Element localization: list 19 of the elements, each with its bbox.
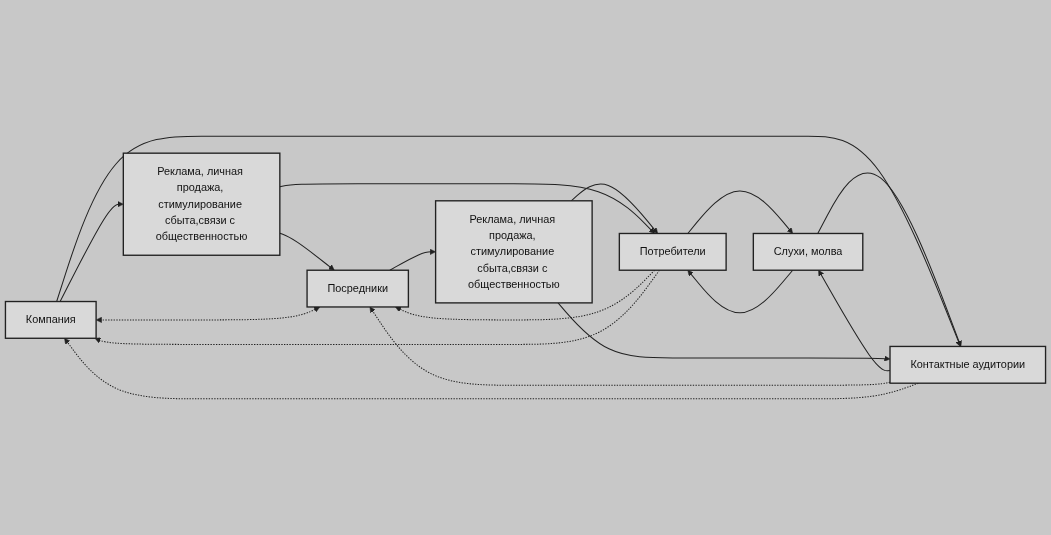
arrow (570, 183, 658, 234)
arrow (94, 269, 660, 345)
arrow (279, 183, 655, 234)
node-box: Посредники (306, 269, 410, 308)
node-box: Компания (4, 300, 97, 339)
node-box: Потребители (618, 232, 727, 271)
node-box: Реклама, личная продажа, стимулирование сбыта,связи с общественностью (434, 200, 593, 304)
arrow (56, 135, 962, 347)
arrow (389, 248, 436, 271)
arrow (687, 190, 793, 234)
arrow (557, 302, 891, 362)
arrow (279, 232, 335, 271)
node-box: Реклама, личная продажа, стимулирование сбыта,связи с общественностью (122, 152, 281, 256)
node-box: Контактные аудитории (889, 345, 1047, 384)
node-box: Слухи, молва (752, 232, 864, 271)
arrow (818, 269, 891, 372)
arrow (395, 269, 656, 321)
arrow (687, 269, 794, 314)
arrow (59, 201, 124, 303)
